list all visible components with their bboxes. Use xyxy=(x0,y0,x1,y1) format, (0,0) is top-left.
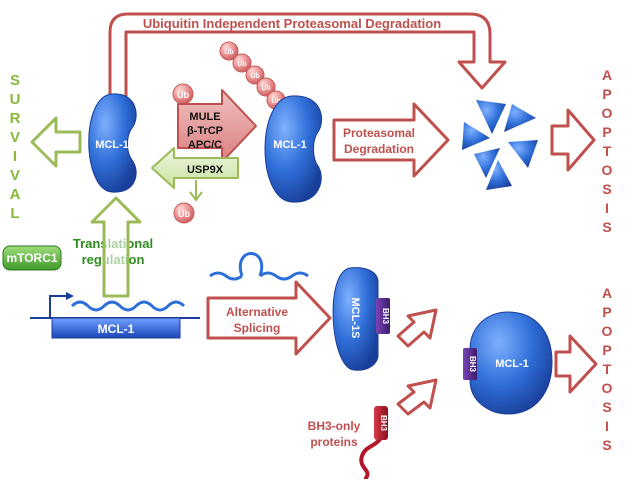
apoptosis-letter: T xyxy=(603,143,612,159)
translation-up-arrow xyxy=(90,196,142,298)
promoter-line xyxy=(49,295,68,318)
survival-letter: S xyxy=(10,72,20,89)
ub-release-arrow xyxy=(189,180,203,202)
bh3-only-label-2: proteins xyxy=(310,435,358,449)
survival-arrow xyxy=(30,116,82,168)
apoptosis-letter: I xyxy=(605,200,609,216)
alternative-splicing-arrow xyxy=(206,280,332,356)
survival-letter: L xyxy=(10,205,19,222)
usp9x-label: USP9X xyxy=(187,164,224,176)
ub-chain-label: Ub xyxy=(237,61,246,68)
proteasomal-label-2: Degradation xyxy=(344,142,414,156)
mcl1-gene-label: MCL-1 xyxy=(98,322,135,336)
ub-chain-circle xyxy=(245,65,265,85)
ub-chain-label: Ub xyxy=(261,85,270,92)
survival-letter: I xyxy=(13,148,17,165)
proteasomal-label-1: Proteasomal xyxy=(343,126,415,140)
mcl1s-protein xyxy=(332,267,379,371)
apoptosis-letter: P xyxy=(602,86,611,102)
fragment xyxy=(508,140,538,168)
ub-chain-label: Ub xyxy=(250,73,259,80)
survival-letter: V xyxy=(10,129,20,146)
apoptosis-letter: O xyxy=(602,105,613,121)
proteasome-fragments-icon xyxy=(462,100,538,190)
bh3-only-tail xyxy=(359,430,386,480)
ub-label: Ub xyxy=(177,90,189,100)
mtorc1-badge xyxy=(2,245,62,271)
apoptosis-letter: S xyxy=(602,181,611,197)
apoptosis-letter: P xyxy=(602,124,611,140)
apcc-label: APC/C xyxy=(188,139,222,151)
survival-letter: V xyxy=(10,167,20,184)
mcl1-bottom-label: MCL-1 xyxy=(495,358,529,370)
apoptosis-letter: O xyxy=(602,162,613,178)
mrna-transcript xyxy=(70,300,186,312)
apoptosis-letter: I xyxy=(605,418,609,434)
mcl1-gene-box xyxy=(51,317,181,339)
ub-chain-label: Ub xyxy=(224,49,233,56)
survival-label: S U R V I V A L xyxy=(10,72,21,222)
fragment xyxy=(474,148,500,178)
apoptosis-letter: O xyxy=(602,323,613,339)
ub-chain-circle xyxy=(232,53,252,73)
e3-ligase-arrow xyxy=(177,89,257,163)
mrna-hairpin-icon xyxy=(209,252,309,281)
apoptosis-letter: O xyxy=(602,380,613,396)
survival-letter: U xyxy=(10,91,21,108)
apoptosis-letter: S xyxy=(602,219,611,235)
fragment xyxy=(486,160,512,190)
ubiquitin-independent-arrow xyxy=(108,12,507,102)
alternative-label-2: Splicing xyxy=(234,321,281,335)
apoptosis-letter: A xyxy=(602,67,612,83)
mcl1-protein-middle xyxy=(264,95,322,203)
proteasomal-arrow xyxy=(332,102,450,178)
apoptosis-label-bottom: A P O P T O S I S xyxy=(602,285,613,453)
bh3-only-label-1: BH3-only xyxy=(308,419,361,433)
ub-released-label: Ub xyxy=(178,209,190,219)
bh3-label-mcl1: BH3 xyxy=(468,356,477,373)
bh3-only-domain xyxy=(374,406,388,440)
apoptosis-arrow-bottom xyxy=(554,334,598,394)
apoptosis-letter: P xyxy=(602,304,611,320)
promoter-head xyxy=(66,292,74,300)
bh3-label-mcl1s: BH3 xyxy=(381,308,390,325)
bh3only-to-mcl1-arrow xyxy=(396,378,438,416)
ubiquitin-independent-label: Ubiquitin Independent Proteasomal Degrad… xyxy=(143,16,441,31)
usp9x-arrow xyxy=(151,147,239,189)
apoptosis-letter: T xyxy=(603,361,612,377)
ub-chain-circle xyxy=(219,41,239,61)
survival-letter: R xyxy=(10,110,21,127)
mcl1-protein-left xyxy=(88,93,137,193)
fragment xyxy=(476,100,506,134)
gene-promoter-arrow-icon xyxy=(49,292,74,318)
ub-chain-label: Ub xyxy=(271,98,280,105)
apoptosis-letter: S xyxy=(602,399,611,415)
apoptosis-arrow-top xyxy=(550,108,596,172)
bh3-domain-mcl1s xyxy=(376,298,390,334)
apoptosis-label-top: A P O P T O S I S xyxy=(602,67,613,235)
bh3-only-domain-label: BH3 xyxy=(379,415,388,432)
apoptosis-letter: S xyxy=(602,437,611,453)
mtorc1-label: mTORC1 xyxy=(6,251,57,265)
mcl1-left-label: MCL-1 xyxy=(95,139,129,151)
apoptosis-letter: A xyxy=(602,285,612,301)
alternative-label-1: Alternative xyxy=(226,305,288,319)
hairpin-loop xyxy=(238,252,264,277)
mcl1-middle-label: MCL-1 xyxy=(273,139,307,151)
apoptosis-letter: P xyxy=(602,342,611,358)
ub-released-circle xyxy=(173,202,195,224)
ub-chain-circle xyxy=(256,77,276,97)
fragment xyxy=(504,104,536,132)
mcl1s-to-mcl1-arrow xyxy=(396,308,438,348)
hairpin-left xyxy=(209,271,243,281)
mcl1s-label: MCL-1S xyxy=(349,298,361,339)
bh3-domain-mcl1 xyxy=(463,348,477,380)
survival-letter: A xyxy=(10,186,21,203)
hairpin-right xyxy=(259,271,309,281)
btrcp-label: β-TrCP xyxy=(187,125,223,137)
fragment xyxy=(462,122,490,150)
mule-label: MULE xyxy=(189,111,220,123)
